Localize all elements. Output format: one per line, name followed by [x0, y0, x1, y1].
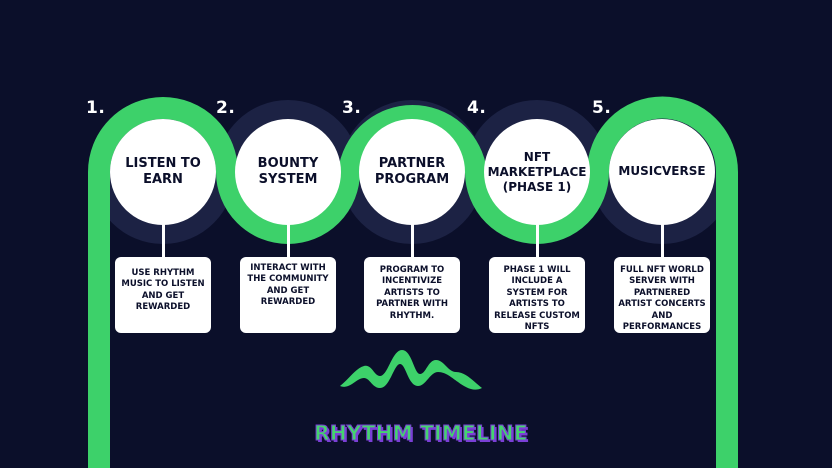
- step-number-5: 5.: [592, 98, 612, 118]
- step-circle-3: [359, 119, 465, 225]
- step-number-4: 4.: [467, 98, 487, 118]
- step-circle-5: [609, 119, 715, 225]
- step-description-2: INTERACT WITH THE COMMUNITY AND GET REWA…: [247, 263, 329, 308]
- step-description-5: FULL NFT WORLD SERVER WITH PARTNERED ART…: [618, 265, 706, 333]
- step-title-2: BOUNTY SYSTEM: [257, 155, 319, 187]
- step-circle-2: [235, 119, 341, 225]
- step-card-5: FULL NFT WORLD SERVER WITH PARTNERED ART…: [614, 257, 710, 333]
- step-card-4: PHASE 1 WILL INCLUDE A SYSTEM FOR ARTIST…: [489, 257, 585, 333]
- step-card-1: USE RHYTHM MUSIC TO LISTEN AND GET REWAR…: [115, 257, 211, 333]
- connector-line-2: [287, 222, 290, 258]
- step-circle-4: [484, 119, 590, 225]
- step-description-1: USE RHYTHM MUSIC TO LISTEN AND GET REWAR…: [121, 268, 205, 313]
- step-title-4: NFT MARKETPLACE (PHASE 1): [487, 149, 587, 194]
- step-title-5: MUSICVERSE: [618, 163, 706, 178]
- connector-line-3: [411, 222, 414, 258]
- step-description-3: PROGRAM TO INCENTIVIZE ARTISTS TO PARTNE…: [376, 265, 448, 321]
- green-wave-path: [88, 96, 738, 468]
- connector-line-5: [661, 222, 664, 258]
- step-title-3: PARTNER PROGRAM: [374, 155, 450, 187]
- step-description-4: PHASE 1 WILL INCLUDE A SYSTEM FOR ARTIST…: [494, 265, 580, 333]
- step-number-3: 3.: [342, 98, 362, 118]
- step-circle-1: [110, 119, 216, 225]
- step-card-3: PROGRAM TO INCENTIVIZE ARTISTS TO PARTNE…: [364, 257, 460, 333]
- step-number-1: 1.: [86, 98, 106, 118]
- page-title: RHYTHM TIMELINE: [314, 421, 528, 446]
- wave-logo-icon: [340, 350, 482, 390]
- step-card-2: INTERACT WITH THE COMMUNITY AND GET REWA…: [240, 257, 336, 333]
- connector-line-1: [162, 222, 165, 258]
- step-title-1: LISTEN TO EARN: [125, 155, 201, 187]
- step-number-2: 2.: [216, 98, 236, 118]
- connector-line-4: [536, 222, 539, 258]
